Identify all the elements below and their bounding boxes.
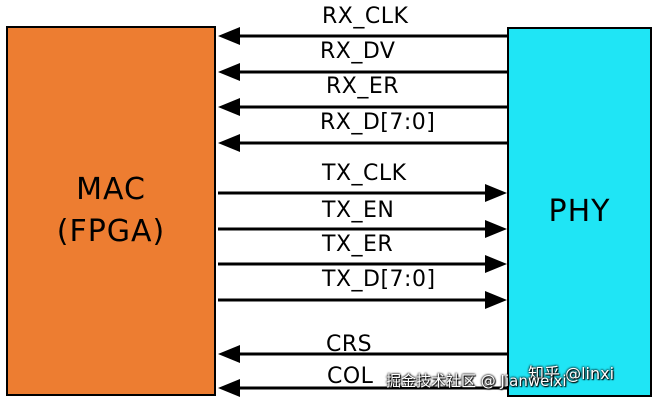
arrow-head-col xyxy=(218,379,240,397)
arrow-head-rx-d-7-0 xyxy=(218,134,240,152)
signal-label-tx-er: TX_ER xyxy=(322,232,394,257)
signal-label-crs: CRS xyxy=(326,332,373,357)
signal-label-tx-clk: TX_CLK xyxy=(322,161,407,186)
arrow-head-tx-en xyxy=(485,220,507,238)
arrow-head-tx-er xyxy=(485,255,507,273)
arrow-head-rx-dv xyxy=(218,63,240,81)
phy-title: PHY xyxy=(548,194,611,229)
arrow-head-rx-clk xyxy=(218,27,240,45)
phy-block: PHY xyxy=(507,27,652,397)
arrow-head-tx-d-7-0 xyxy=(485,291,507,309)
mac-subtitle: (FPGA) xyxy=(56,214,166,249)
signal-label-col: COL xyxy=(327,364,374,389)
signal-label-rx-d: RX_D[7:0] xyxy=(320,110,436,135)
mac-block: MAC (FPGA) xyxy=(6,26,216,396)
mac-label: MAC (FPGA) xyxy=(57,169,166,253)
signal-label-tx-d: TX_D[7:0] xyxy=(322,267,436,292)
zhihu-watermark: 知乎 @linxi xyxy=(528,364,615,383)
mac-title: MAC xyxy=(76,172,146,207)
signal-label-tx-en: TX_EN xyxy=(322,198,395,223)
juejin-watermark: 掘金技术社区 @ Jianweixi xyxy=(386,372,567,390)
signal-label-rx-clk: RX_CLK xyxy=(322,4,409,29)
signal-label-rx-er: RX_ER xyxy=(326,74,400,99)
arrow-head-tx-clk xyxy=(485,184,507,202)
signal-label-rx-dv: RX_DV xyxy=(320,39,396,64)
arrow-head-crs xyxy=(218,345,240,363)
arrow-head-rx-er xyxy=(218,98,240,116)
